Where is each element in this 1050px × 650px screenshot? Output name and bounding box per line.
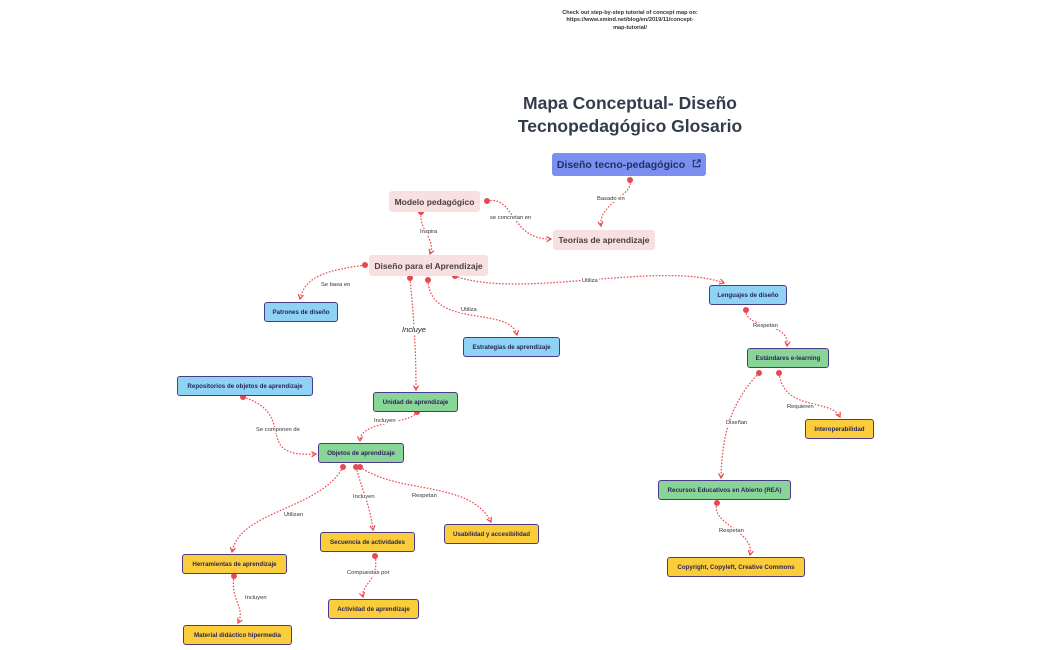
arrow-head-icon — [513, 329, 520, 337]
edge-start-dot — [372, 553, 378, 559]
tutorial-note: Check out step-by-step tutorial of conce… — [562, 10, 698, 31]
arrow-head-icon — [229, 546, 236, 554]
node-label: Usabilidad y accesibilidad — [452, 530, 531, 538]
edge-label-utilizan: Utilizan — [283, 512, 305, 518]
edge-start-dot — [353, 464, 359, 470]
edge-start-dot — [340, 464, 346, 470]
node-label: Herramientas de aprendizaje — [192, 560, 277, 568]
arrow-head-icon — [356, 436, 364, 443]
node-label: Interoperabilidad — [814, 425, 865, 433]
node-label: Diseño tecno-pedagógico — [556, 158, 686, 171]
arrow-head-icon — [747, 549, 754, 557]
arrow-head-icon — [486, 516, 492, 524]
edge-start-dot — [484, 198, 490, 204]
node-lenguajes-diseno[interactable]: Lenguajes de diseño — [709, 285, 787, 305]
node-label: Objetos de aprendizaje — [327, 449, 395, 457]
edge-requieren — [778, 372, 841, 418]
arrow-head-icon — [717, 473, 725, 480]
edge-incluye — [409, 277, 417, 391]
edge-label-disenan: Diseñan — [725, 420, 749, 426]
edge-label-basado-en: Basado en — [596, 196, 626, 202]
edge-label-utiliza-lenguajes: Utiliza — [581, 278, 599, 284]
edge-basado-en — [600, 179, 631, 227]
map-title: Mapa Conceptual- Diseño Tecnopedagógico … — [517, 93, 743, 136]
node-label: Actividad de aprendizaje — [337, 605, 410, 613]
node-label: Estrategias de aprendizaje — [472, 343, 551, 351]
edge-label-utiliza-estrategias: Utiliza — [460, 307, 478, 313]
node-label: Recursos Educativos en Abierto (REA) — [667, 486, 782, 494]
node-estandares-elearning[interactable]: Estándares e-learning — [747, 348, 829, 368]
node-label: Copyright, Copyleft, Creative Commons — [677, 563, 795, 571]
node-objetos-aprendizaje[interactable]: Objetos de aprendizaje — [318, 443, 404, 463]
node-label: Secuencia de actividades — [330, 538, 405, 546]
external-link-icon[interactable] — [692, 158, 701, 171]
node-estrategias-aprendizaje[interactable]: Estrategias de aprendizaje — [463, 337, 560, 357]
edge-start-dot — [743, 307, 749, 313]
edge-label-inspira: Inspira — [419, 229, 439, 235]
edge-label-se-basa-en: Se basa en — [320, 282, 352, 288]
node-label: Repositorios de objetos de aprendizaje — [187, 382, 303, 390]
edge-start-dot — [756, 370, 762, 376]
arrow-head-icon — [784, 340, 791, 348]
edge-label-incluye: Incluye — [401, 325, 427, 334]
edge-label-requieren: Requieren — [786, 404, 815, 410]
node-teorias-aprendizaje[interactable]: Teorías de aprendizaje — [553, 230, 655, 250]
node-actividad-aprendizaje[interactable]: Actividad de aprendizaje — [328, 599, 419, 619]
arrow-head-icon — [237, 617, 243, 625]
arrow-head-icon — [358, 591, 366, 599]
edge-label-incluyen-objetos: Incluyen — [373, 418, 397, 424]
arrow-head-icon — [718, 278, 726, 285]
arrow-head-icon — [546, 235, 553, 243]
arrow-head-icon — [597, 220, 604, 228]
node-repositorios[interactable]: Repositorios de objetos de aprendizaje — [177, 376, 313, 396]
node-material-didactico[interactable]: Material didáctico hipermedia — [183, 625, 292, 645]
edge-start-dot — [357, 464, 363, 470]
node-label: Teorías de aprendizaje — [558, 235, 650, 245]
node-label: Material didáctico hipermedia — [194, 631, 281, 639]
node-unidad-aprendizaje[interactable]: Unidad de aprendizaje — [373, 392, 458, 412]
node-label: Patrones de diseño — [272, 308, 330, 316]
node-label: Diseño para el Aprendizaje — [374, 260, 483, 271]
node-diseno-aprendizaje[interactable]: Diseño para el Aprendizaje — [369, 255, 488, 276]
node-label: Modelo pedagógico — [394, 196, 475, 207]
edge-label-se-componen-de: Se componen de — [255, 427, 301, 433]
node-label: Estándares e-learning — [755, 354, 821, 362]
node-secuencia-actividades[interactable]: Secuencia de actividades — [320, 532, 415, 552]
node-modelo-pedagogico[interactable]: Modelo pedagógico — [389, 191, 480, 212]
edge-start-dot — [714, 500, 720, 506]
edge-start-dot — [627, 177, 633, 183]
arrow-head-icon — [835, 411, 841, 419]
arrow-head-icon — [428, 248, 435, 256]
node-interoperabilidad[interactable]: Interoperabilidad — [805, 419, 874, 439]
edge-incluyen-objetos — [359, 411, 418, 442]
edge-se-componen-de — [242, 396, 317, 455]
node-herramientas[interactable]: Herramientas de aprendizaje — [182, 554, 287, 574]
edge-start-dot — [776, 370, 782, 376]
edge-compuestas-por — [362, 555, 377, 598]
node-usabilidad[interactable]: Usabilidad y accesibilidad — [444, 524, 539, 544]
edge-label-se-concretan-en: se concretan en — [489, 215, 533, 221]
node-copyright[interactable]: Copyright, Copyleft, Creative Commons — [667, 557, 805, 577]
edge-label-respetan-estandares: Respetan — [752, 323, 779, 329]
node-label: Lenguajes de diseño — [717, 291, 779, 299]
edge-incluyen-material — [232, 575, 241, 624]
node-rea[interactable]: Recursos Educativos en Abierto (REA) — [658, 480, 791, 500]
edge-label-compuestas-por: Compuestas por — [346, 570, 391, 576]
arrow-head-icon — [369, 524, 376, 532]
edge-start-dot — [425, 277, 431, 283]
node-diseno-tecnopedagogico[interactable]: Diseño tecno-pedagógico — [552, 153, 706, 176]
node-label: Unidad de aprendizaje — [382, 398, 449, 406]
edge-label-incluyen-material: Incluyen — [244, 595, 268, 601]
arrow-head-icon — [412, 385, 420, 392]
edge-label-respetan-copyright: Respetan — [718, 528, 745, 534]
edge-label-incluyen-secuencia: Incluyen — [352, 494, 376, 500]
edge-start-dot — [362, 262, 368, 268]
arrow-head-icon — [297, 293, 304, 301]
node-patrones-diseno[interactable]: Patrones de diseño — [264, 302, 338, 322]
arrow-head-icon — [311, 451, 318, 458]
edge-label-respetan-usabilidad: Respetan — [411, 493, 438, 499]
